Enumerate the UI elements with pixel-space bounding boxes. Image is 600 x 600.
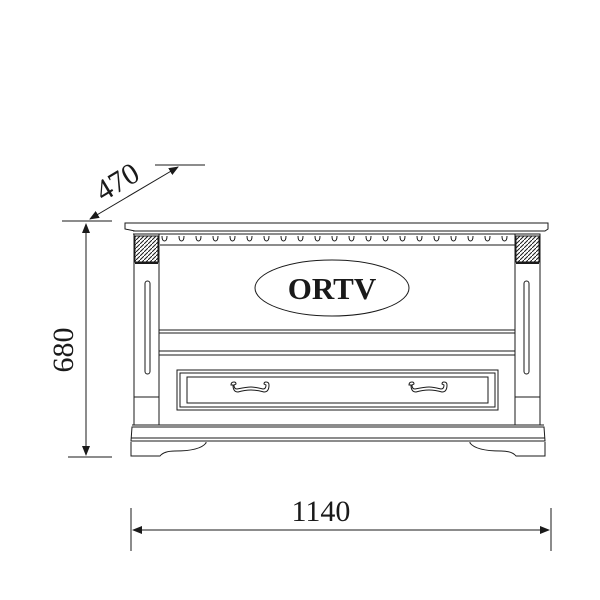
height-label: 680 [47, 328, 80, 373]
brand-logo-text: ORTV [288, 271, 377, 306]
brand-logo [254, 259, 410, 317]
top-cornice [124, 222, 549, 246]
right-handle-icon[interactable] [408, 381, 448, 393]
left-handle-icon[interactable] [230, 381, 270, 393]
width-dimension: 1140 [130, 495, 552, 551]
plinth-base [130, 424, 546, 442]
right-pilaster [514, 233, 541, 426]
depth-label: 470 [90, 157, 146, 208]
height-dimension: 680 [47, 223, 112, 458]
body-panel [158, 245, 516, 425]
left-pilaster [133, 233, 160, 426]
width-label: 1140 [292, 495, 351, 528]
depth-dimension: 470 [62, 157, 205, 222]
right-foot [469, 442, 546, 457]
furniture [124, 222, 549, 457]
left-foot [130, 442, 207, 457]
bead-molding [161, 235, 508, 242]
drawer[interactable] [176, 369, 499, 411]
